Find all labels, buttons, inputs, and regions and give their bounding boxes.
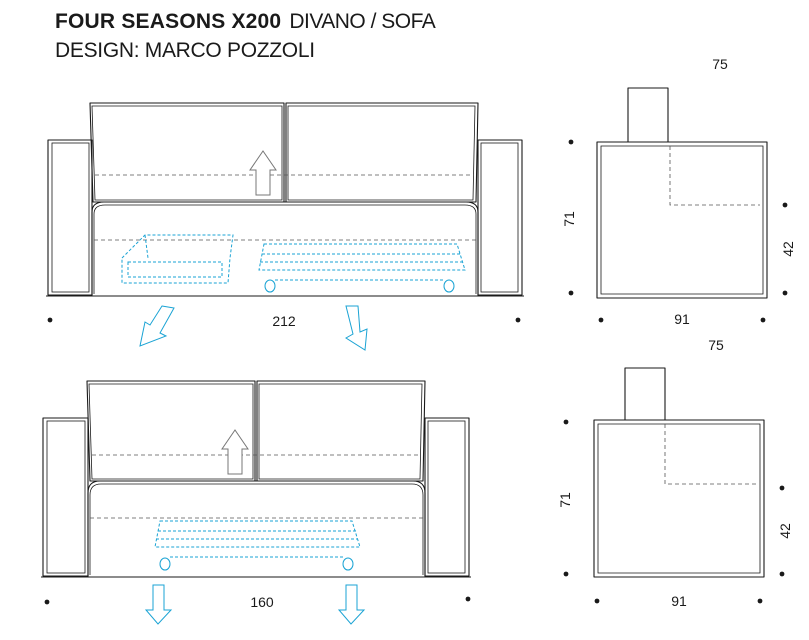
sofa-side-profile xyxy=(596,141,768,299)
bed-mechanism xyxy=(121,234,466,293)
depth-marker-right xyxy=(760,317,766,323)
seat-height-marker-bottom xyxy=(782,290,788,296)
product-category: DIVANO / SOFA xyxy=(289,10,436,33)
sofa-side-profile-small xyxy=(593,419,765,578)
width-dimension-small: 160 xyxy=(250,594,274,610)
product-title: FOUR SEASONS X200 DIVANO / SOFA xyxy=(55,10,436,34)
width-marker-right-small xyxy=(465,596,471,602)
width-marker-left xyxy=(47,317,53,323)
right-armrest xyxy=(477,139,523,296)
width-dimension-large: 212 xyxy=(272,313,296,329)
height-marker-bottom-small xyxy=(563,571,569,577)
sofa-side-inner-small xyxy=(597,423,761,574)
pull-out-arrow-right-small-icon xyxy=(337,584,366,625)
height-dimension-large: 71 xyxy=(561,211,577,227)
lift-arrow-icon xyxy=(249,150,277,196)
seat-height-marker-bottom-small xyxy=(779,571,785,577)
sofa-front-view-large: 212 xyxy=(46,102,524,351)
seat-height-marker-top xyxy=(782,202,788,208)
unfolded-dimension-large: 75 xyxy=(712,56,728,72)
width-marker-left-small xyxy=(44,599,50,605)
height-marker-top xyxy=(568,139,574,145)
side-seat-line xyxy=(669,146,760,206)
side-seat-line-small xyxy=(664,424,757,485)
sofa-side-inner xyxy=(600,145,764,295)
lift-arrow-small-icon xyxy=(221,429,249,475)
seat-height-dimension-small: 42 xyxy=(777,523,793,539)
height-marker-bottom xyxy=(568,290,574,296)
depth-dimension-small: 91 xyxy=(671,593,687,609)
bed-mechanism-small xyxy=(154,520,361,571)
seat-cushion-outline-small xyxy=(89,483,424,575)
width-marker-right xyxy=(515,317,521,323)
height-marker-top-small xyxy=(563,419,569,425)
height-dimension-small: 71 xyxy=(557,492,573,508)
seat-cushion-small xyxy=(87,480,426,577)
depth-dimension-large: 91 xyxy=(674,311,690,327)
seat-height-marker-top-small xyxy=(779,485,785,491)
seat-cushion-outline xyxy=(93,204,477,294)
side-view-large: 75 71 42 91 xyxy=(561,56,796,327)
left-armrest-small xyxy=(42,417,89,577)
unfolded-dimension-small: 75 xyxy=(708,337,724,353)
designer-credit: DESIGN: MARCO POZZOLI xyxy=(55,39,315,62)
back-cushion-left xyxy=(89,102,285,203)
sofa-front-view-small: 160 xyxy=(41,380,471,625)
right-armrest-small xyxy=(424,417,470,577)
depth-marker-right-small xyxy=(757,598,763,604)
side-view-small: 75 71 42 91 xyxy=(557,337,793,609)
product-model: FOUR SEASONS X200 xyxy=(55,10,282,33)
backrest-top-block-small xyxy=(624,367,666,421)
left-armrest xyxy=(47,139,93,296)
pull-out-arrow-left-icon xyxy=(139,305,175,347)
seat-height-dimension-large: 42 xyxy=(780,241,796,257)
depth-marker-left xyxy=(598,317,604,323)
depth-marker-left-small xyxy=(594,598,600,604)
pull-out-arrow-right-icon xyxy=(345,305,368,351)
backrest-top-block xyxy=(627,87,669,143)
seat-cushion xyxy=(91,201,479,296)
back-cushion-right-small xyxy=(256,380,426,482)
pull-out-arrow-left-small-icon xyxy=(144,584,173,625)
back-cushion-right xyxy=(285,102,479,203)
